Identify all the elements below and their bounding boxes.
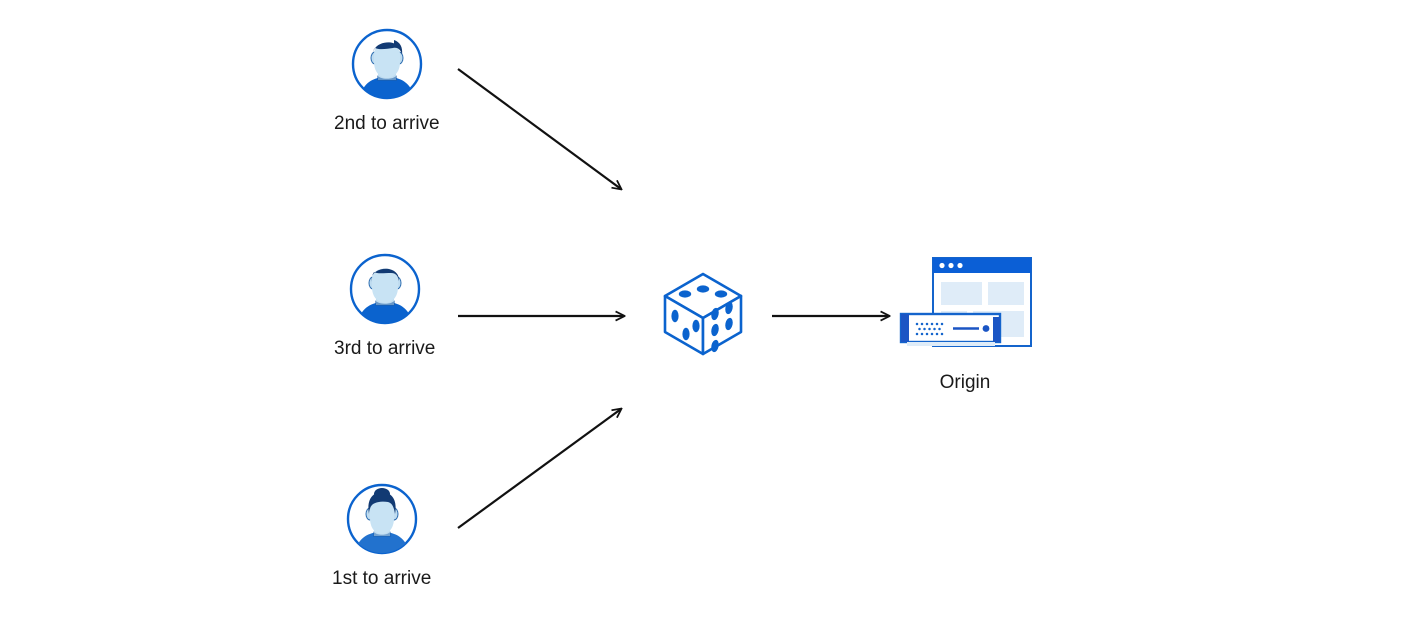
arrow-from-2nd bbox=[457, 68, 621, 189]
arrow-from-1st bbox=[457, 409, 621, 529]
user-avatar-icon bbox=[349, 26, 425, 102]
origin-node[interactable]: Origin bbox=[890, 255, 1040, 405]
client-label-1st: 1st to arrive bbox=[332, 568, 432, 589]
dice-icon[interactable] bbox=[655, 266, 751, 362]
client-label-3rd: 3rd to arrive bbox=[334, 338, 436, 359]
origin-label: Origin bbox=[939, 372, 991, 393]
client-label-2nd: 2nd to arrive bbox=[334, 113, 440, 134]
client-node-2nd[interactable]: 2nd to arrive bbox=[334, 26, 440, 136]
network-router-icon bbox=[899, 312, 1002, 346]
client-node-3rd[interactable]: 3rd to arrive bbox=[334, 251, 435, 361]
client-node-1st[interactable]: 1st to arrive bbox=[332, 481, 431, 591]
user-avatar-icon bbox=[347, 251, 423, 327]
origin-server-icon bbox=[895, 255, 1035, 360]
user-avatar-icon bbox=[344, 481, 420, 557]
